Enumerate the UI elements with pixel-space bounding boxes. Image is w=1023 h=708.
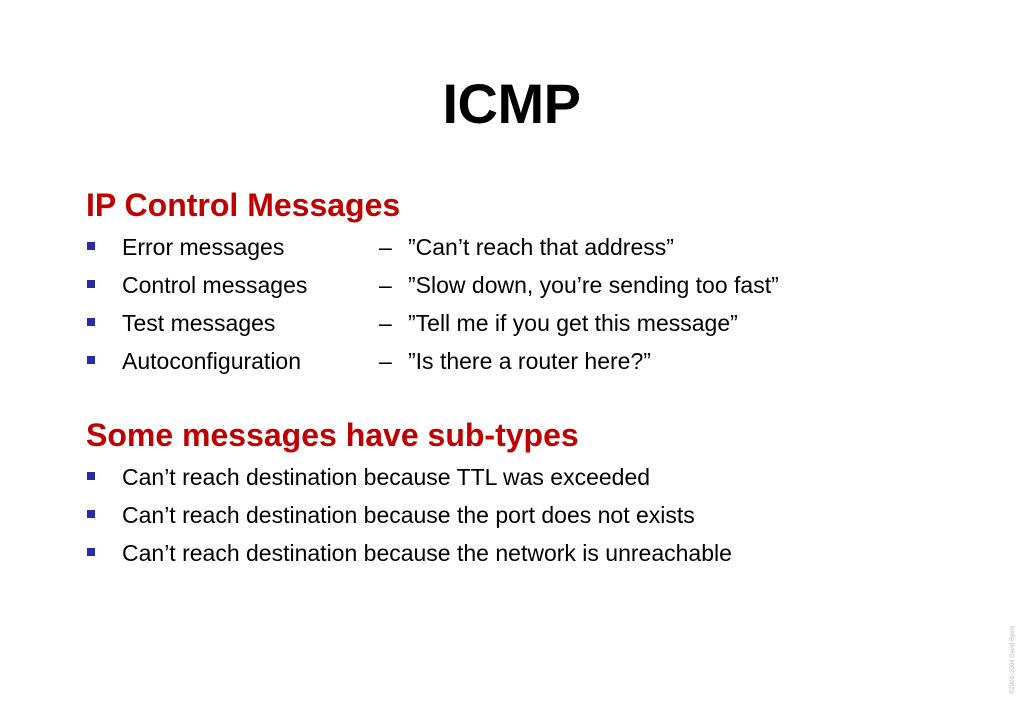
item-dash: – <box>379 348 392 374</box>
item-label: Can’t reach destination because the port… <box>122 502 695 528</box>
item-description: ”Can’t reach that address” <box>408 234 674 260</box>
item-label: Control messages <box>122 272 308 298</box>
item-label: Can’t reach destination because the netw… <box>122 540 732 566</box>
item-description: ”Slow down, you’re sending too fast” <box>408 272 779 298</box>
item-label: Error messages <box>122 234 285 260</box>
square-bullet-icon <box>87 510 95 518</box>
square-bullet-icon <box>87 548 95 556</box>
item-description: ”Tell me if you get this message” <box>408 310 738 336</box>
item-label: Can’t reach destination because TTL was … <box>122 464 651 490</box>
square-bullet-icon <box>87 242 95 250</box>
copyright-notice: ©2003–2004 David Byers <box>1010 625 1016 694</box>
square-bullet-icon <box>87 280 95 288</box>
item-label: Test messages <box>122 310 276 336</box>
item-dash: – <box>379 310 392 336</box>
item-label: Autoconfiguration <box>122 348 302 374</box>
section-heading-sub-types: Some messages have sub-types <box>86 417 579 453</box>
item-description: ”Is there a router here?” <box>408 348 651 374</box>
slide-title: ICMP <box>442 72 582 135</box>
section-heading-ip-control-messages: IP Control Messages <box>86 187 401 223</box>
item-dash: – <box>379 234 392 260</box>
item-dash: – <box>379 272 392 298</box>
square-bullet-icon <box>87 318 95 326</box>
square-bullet-icon <box>87 356 95 364</box>
square-bullet-icon <box>87 472 95 480</box>
